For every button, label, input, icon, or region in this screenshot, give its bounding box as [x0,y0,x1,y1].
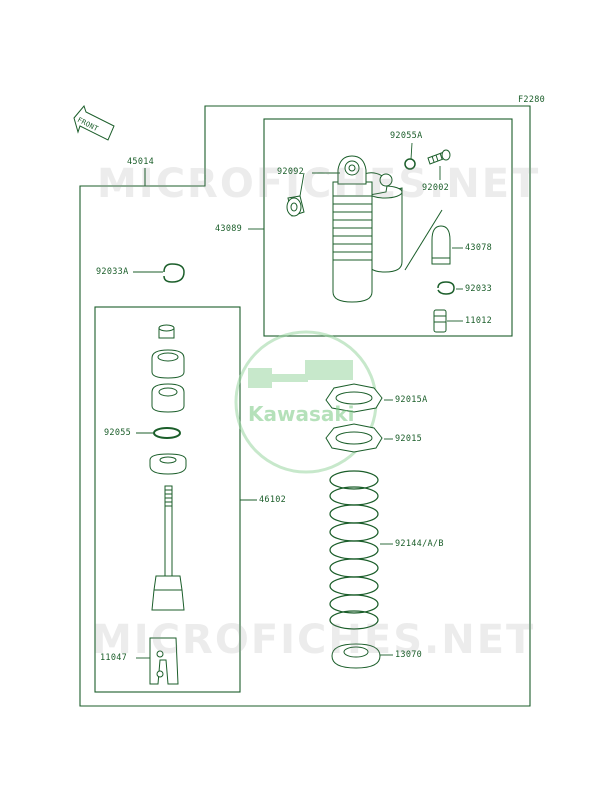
part-label-11047: 11047 [100,653,128,663]
part-label-43078: 43078 [465,243,493,253]
bolt-92002-icon [427,149,451,165]
spring-parts-icon [325,383,383,669]
part-label-92092: 92092 [277,167,305,177]
part-label-92033: 92033 [465,284,493,294]
part-label-92002: 92002 [422,183,450,193]
part-label-92055: 92055 [104,428,132,438]
part-label-92015a: 92015A [395,395,428,405]
watermark-top: MICROFICHES.NET [97,161,541,207]
front-arrow-icon [73,104,115,141]
part-label-43089: 43089 [215,224,243,234]
part-label-11012: 11012 [465,316,493,326]
circlip-92033a-icon [163,263,185,283]
bushing-92092-icon [286,195,305,217]
damper-rod-frame [94,306,241,693]
part-label-46102: 46102 [259,495,287,505]
figure-code: F2280 [518,95,546,105]
part-label-13070: 13070 [395,650,423,660]
logo-text: Kawasaki [248,402,355,426]
o-ring-92055-icon [153,427,181,439]
cap-43078-icon [431,225,451,265]
shock-body-icon [332,155,403,303]
part-label-92055a: 92055A [390,131,423,141]
watermark-bottom: MICROFICHES.NET [92,617,536,663]
circlip-92033-icon [437,281,455,295]
spring-92144-icon [329,470,379,630]
part-label-92033a: 92033A [96,267,129,277]
shock-body-frame [263,118,513,337]
part-label-92015: 92015 [395,434,423,444]
damper-parts-icon [149,324,187,685]
leader-lines [133,142,463,659]
assembly-frame [79,105,531,707]
part-label-45014: 45014 [127,157,155,167]
valve-11012-icon [433,309,447,333]
o-ring-92055a-icon [404,158,416,170]
part-label-92144: 92144/A/B [395,539,444,549]
